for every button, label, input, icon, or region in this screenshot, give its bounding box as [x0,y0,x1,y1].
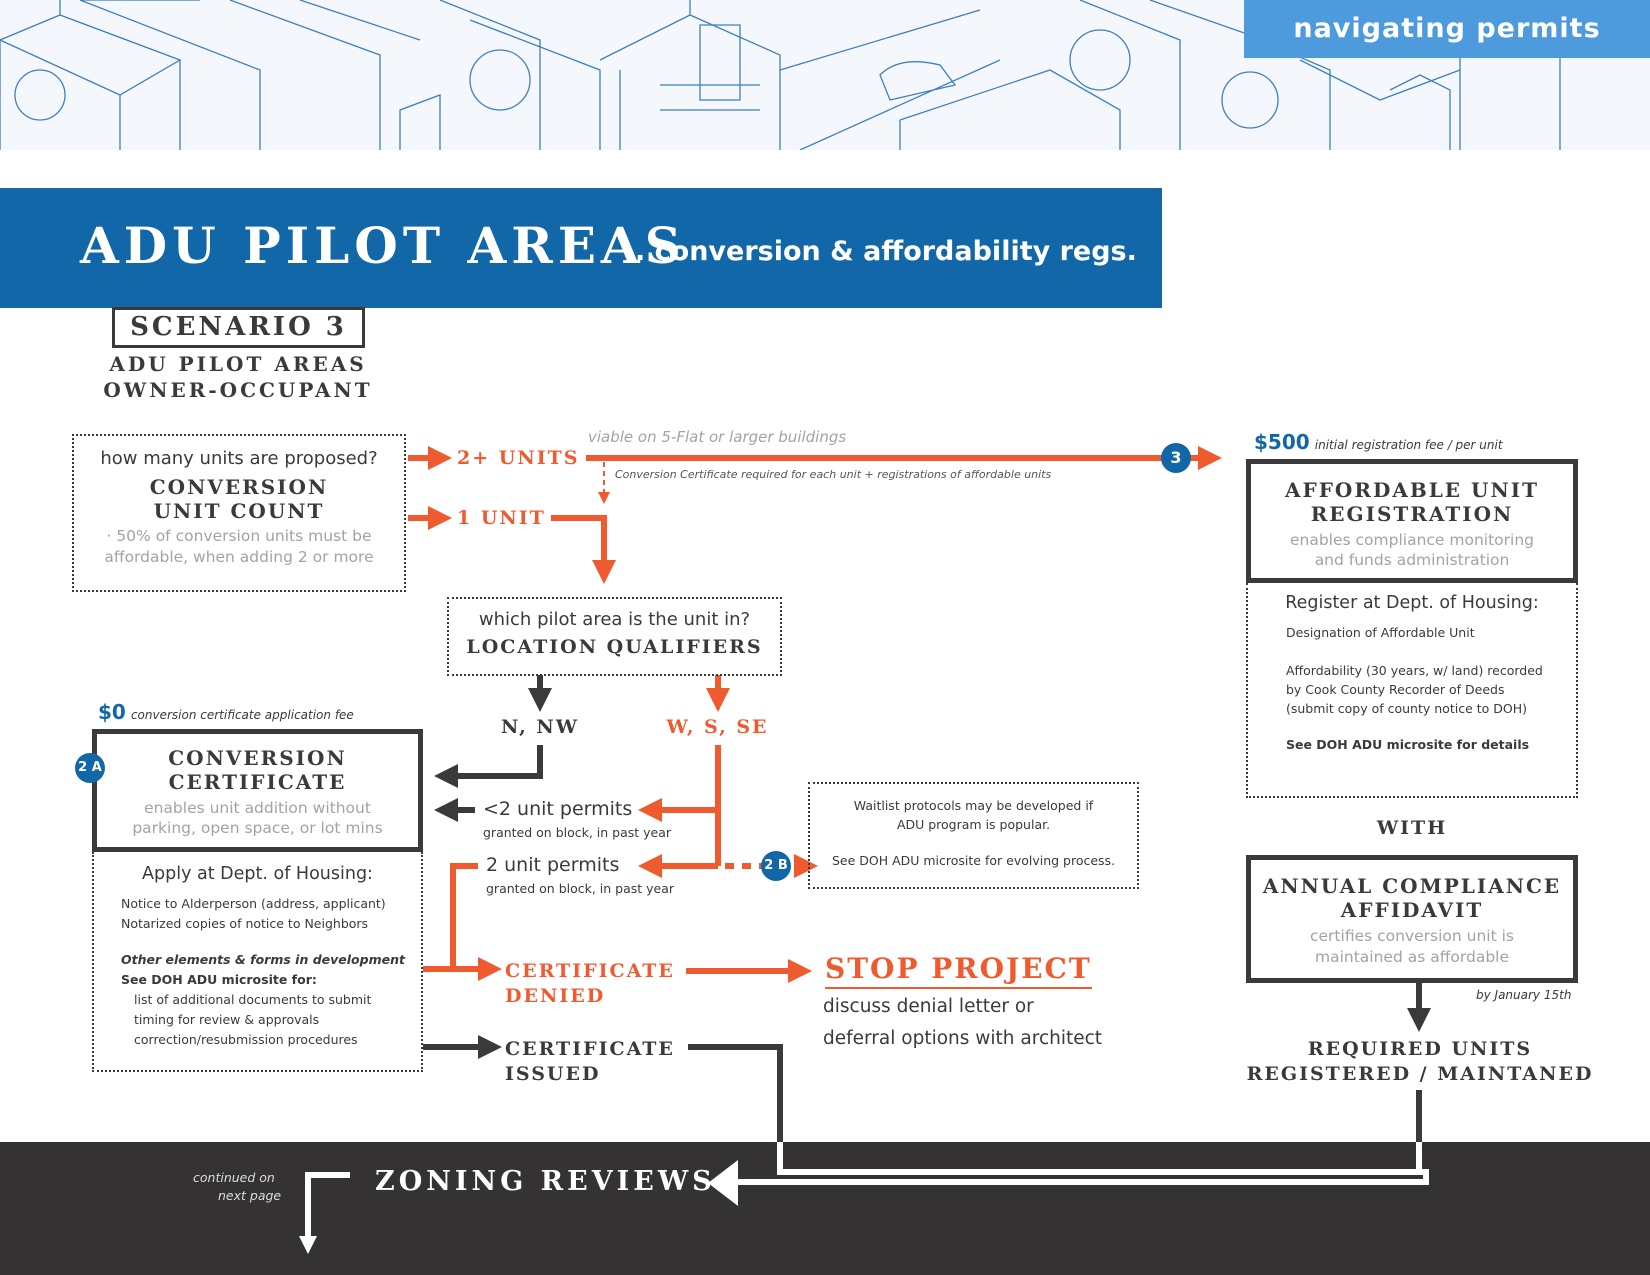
scenario-label-text: SCENARIO 3 [130,312,347,342]
registration-details-box: Register at Dept. of Housing: Designatio… [1246,583,1578,798]
continued-arrow [299,1172,350,1254]
cert-required-note: Conversion Certificate required for each… [615,468,1052,481]
registration-register-title: Register at Dept. of Housing: [1285,593,1539,613]
conversion-apply-other: Other elements & forms in development [121,952,405,967]
conversion-apply-sub3: correction/resubmission procedures [134,1032,358,1047]
footer-band [0,1142,1650,1275]
conversion-fee-amount: $0 [98,700,126,724]
compliance-deadline: by January 15th [1476,988,1572,1002]
conversion-apply-box: Apply at Dept. of Housing: Notice to Ald… [92,852,423,1072]
footer-connectors [299,1142,1429,1254]
location-question: which pilot area is the unit in? [478,609,751,630]
conversion-cert-desc2: parking, open space, or lot mins [132,819,383,837]
page-subtitle: . conversion & affordability regs. [635,236,1137,267]
title-banner [0,188,1162,308]
conversion-apply-see: See DOH ADU microsite for: [121,972,317,987]
white-to-zoning-line [730,1169,1429,1185]
location-title: LOCATION QUALIFIERS [466,636,763,658]
line-eq2-to-denied [450,863,478,969]
unit-count-title2: UNIT COUNT [153,499,325,523]
unit-count-note2: affordable, when adding 2 or more [104,548,374,566]
badge-2b: 2 B [761,851,791,881]
conversion-cert-title2: CERTIFICATE [168,770,347,794]
registration-item1: Designation of Affordable Unit [1286,625,1475,640]
line-issued-to-zoning [688,1044,783,1142]
compliance-desc2: maintained as affordable [1314,948,1509,966]
continued-2: next page [218,1188,282,1203]
navigating-permits-label: navigating permits [1293,13,1601,44]
branch-south: W, S, SE [666,716,769,738]
certificate-denied-1: CERTIFICATE [505,960,675,982]
waitlist-line3: See DOH ADU microsite for evolving proce… [831,853,1116,868]
page-title: ADU PILOT AREAS [80,216,686,275]
registration-fee: $500 initial registration fee / per unit [1254,430,1503,454]
waitlist-box: Waitlist protocols may be developed if A… [808,782,1139,889]
certificate-issued-2: ISSUED [505,1063,601,1085]
eq2-permits: 2 unit permits [486,854,620,876]
branch-2plus-units: 2+ UNITS [457,447,580,469]
conversion-apply-sub1: list of additional documents to submit [134,992,372,1007]
required-units-1: REQUIRED UNITS [1307,1038,1533,1060]
navigating-permits-tab[interactable]: navigating permits [1244,0,1650,58]
compliance-affidavit-box: ANNUAL COMPLIANCE AFFIDAVIT certifies co… [1246,855,1578,983]
registration-title2: REGISTRATION [1310,502,1514,526]
registration-desc1: enables compliance monitoring [1289,531,1535,549]
compliance-title1: ANNUAL COMPLIANCE [1262,874,1562,898]
registration-title1: AFFORDABLE UNIT [1285,478,1539,502]
scenario-label: SCENARIO 3 [112,307,365,348]
unit-count-box: how many units are proposed? CONVERSION … [72,434,406,592]
stop-note-2: deferral options with architect [823,1028,1103,1049]
scenario-line1: ADU PILOT AREAS [109,352,367,376]
lt2-permits-sub: granted on block, in past year [483,825,672,840]
viable-note: viable on 5-Flat or larger buildings [588,428,847,446]
unit-count-title1: CONVERSION [149,475,329,499]
conversion-fee: $0 conversion certificate application fe… [98,700,354,724]
waitlist-line1: Waitlist protocols may be developed if [853,798,1094,813]
certificate-denied-2: DENIED [505,985,606,1007]
required-units-2: REGISTERED / MAINTANED [1246,1063,1594,1085]
conversion-fee-note: conversion certificate application fee [130,708,354,722]
continued-1: continued on [193,1170,275,1185]
compliance-title2: AFFIDAVIT [1340,898,1484,922]
conversion-cert-title1: CONVERSION [168,746,347,770]
badge-2a: 2 A [75,753,105,783]
conversion-apply-sub2: timing for review & approvals [134,1012,320,1027]
registration-see: See DOH ADU microsite for details [1286,737,1530,752]
scenario-line2: OWNER-OCCUPANT [103,378,373,402]
stop-note-1: discuss denial letter or [823,996,1034,1017]
conversion-cert-desc1: enables unit addition without [144,799,371,817]
certificate-issued-1: CERTIFICATE [505,1038,675,1060]
location-box: which pilot area is the unit in? LOCATIO… [447,597,782,676]
conversion-certificate-box: CONVERSION CERTIFICATE enables unit addi… [92,729,423,852]
eq2-permits-sub: granted on block, in past year [486,881,675,896]
registration-box: AFFORDABLE UNIT REGISTRATION enables com… [1246,459,1578,583]
branch-north: N, NW [500,716,580,738]
registration-item2c: (submit copy of county notice to DOH) [1286,701,1527,716]
branch-1-unit: 1 UNIT [457,507,546,529]
zoning-reviews[interactable]: ZONING REVIEWS [375,1166,716,1197]
registration-item2b: by Cook County Recorder of Deeds [1286,682,1505,697]
zoning-arrow-head [708,1160,738,1206]
with-label: WITH [1376,817,1448,839]
line-1unit-to-location [551,515,616,584]
conversion-apply-title: Apply at Dept. of Housing: [142,864,373,884]
unit-count-note1: · 50% of conversion units must be [106,527,372,545]
waitlist-line2: ADU program is popular. [896,817,1051,832]
stop-project: STOP PROJECT [825,952,1092,989]
registration-fee-note: initial registration fee / per unit [1314,438,1503,452]
registration-fee-amount: $500 [1254,430,1310,454]
lt2-permits: <2 unit permits [483,798,633,820]
conversion-apply-item2: Notarized copies of notice to Neighbors [121,916,369,931]
line-nnw-to-cert [434,745,543,788]
compliance-desc1: certifies conversion unit is [1310,927,1514,945]
conversion-apply-item1: Notice to Alderperson (address, applican… [121,896,386,911]
unit-count-question: how many units are proposed? [100,448,378,469]
registration-item2a: Affordability (30 years, w/ land) record… [1286,663,1543,678]
badge-3: 3 [1161,443,1191,473]
white-merge-line [777,1142,1422,1175]
registration-desc2: and funds administration [1314,551,1510,569]
